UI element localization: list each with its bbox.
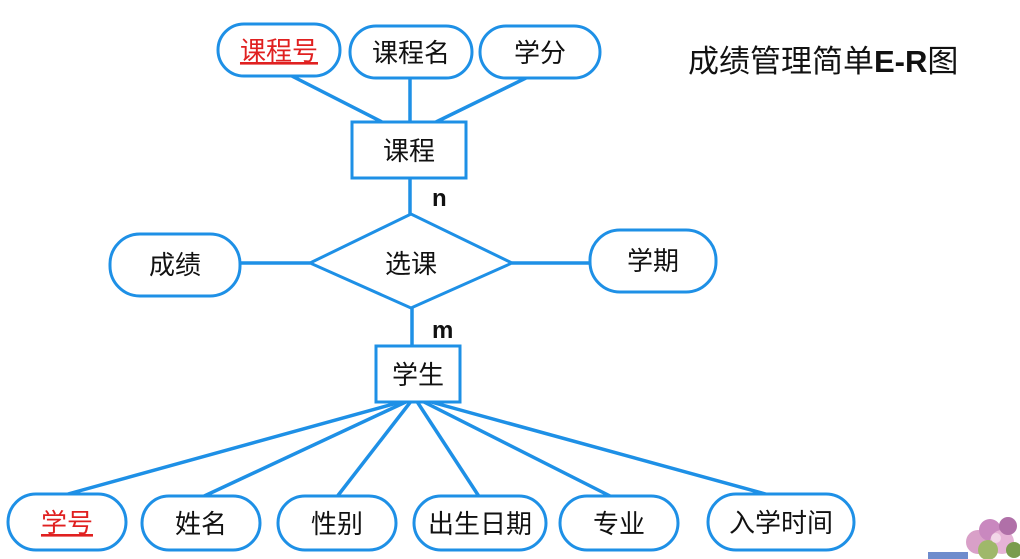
- svg-text:性别: 性别: [311, 510, 363, 540]
- flower-decoration-image: [928, 517, 1020, 559]
- attribute-course-name: 课程名: [348, 24, 474, 80]
- svg-text:入学时间: 入学时间: [729, 509, 833, 539]
- attribute-course-id: 课程号: [216, 22, 342, 78]
- line-student-name: [199, 398, 411, 500]
- svg-text:学号: 学号: [41, 509, 93, 539]
- cardinality-n: n: [432, 185, 447, 212]
- diagram-title: 成绩管理简单E-R图: [688, 44, 959, 80]
- attribute-student-name: 姓名: [140, 494, 262, 552]
- attribute-credit: 学分: [478, 24, 602, 80]
- attribute-term: 学期: [588, 228, 718, 294]
- svg-text:出生日期: 出生日期: [428, 510, 532, 540]
- svg-text:专业: 专业: [593, 510, 645, 540]
- svg-text:学生: 学生: [392, 361, 444, 391]
- entity-course: 课程: [350, 120, 468, 180]
- line-major: [419, 398, 615, 500]
- svg-text:选课: 选课: [385, 250, 437, 280]
- entity-student: 学生: [374, 344, 462, 404]
- attribute-grade: 成绩: [108, 232, 242, 298]
- line-course-id: [279, 68, 383, 124]
- attribute-enroll-time: 入学时间: [706, 492, 856, 552]
- cardinality-m: m: [432, 317, 453, 344]
- line-gender: [334, 398, 414, 500]
- svg-text:姓名: 姓名: [175, 510, 227, 540]
- relationship-enroll: 选课: [306, 212, 516, 310]
- svg-text:学期: 学期: [627, 247, 679, 277]
- connector-lines: [67, 68, 781, 500]
- line-student-id: [67, 398, 409, 496]
- line-enroll-time: [423, 398, 781, 500]
- attribute-student-id: 学号: [6, 492, 128, 552]
- line-credit: [435, 74, 531, 124]
- svg-text:成绩: 成绩: [149, 251, 201, 281]
- svg-text:课程号: 课程号: [240, 37, 318, 67]
- svg-text:课程: 课程: [383, 137, 435, 167]
- attribute-major: 专业: [558, 494, 680, 552]
- line-birthdate: [414, 399, 482, 499]
- svg-text:学分: 学分: [514, 39, 566, 69]
- attribute-gender: 性别: [276, 494, 398, 552]
- svg-text:课程名: 课程名: [372, 39, 450, 69]
- attribute-birthdate: 出生日期: [412, 494, 548, 552]
